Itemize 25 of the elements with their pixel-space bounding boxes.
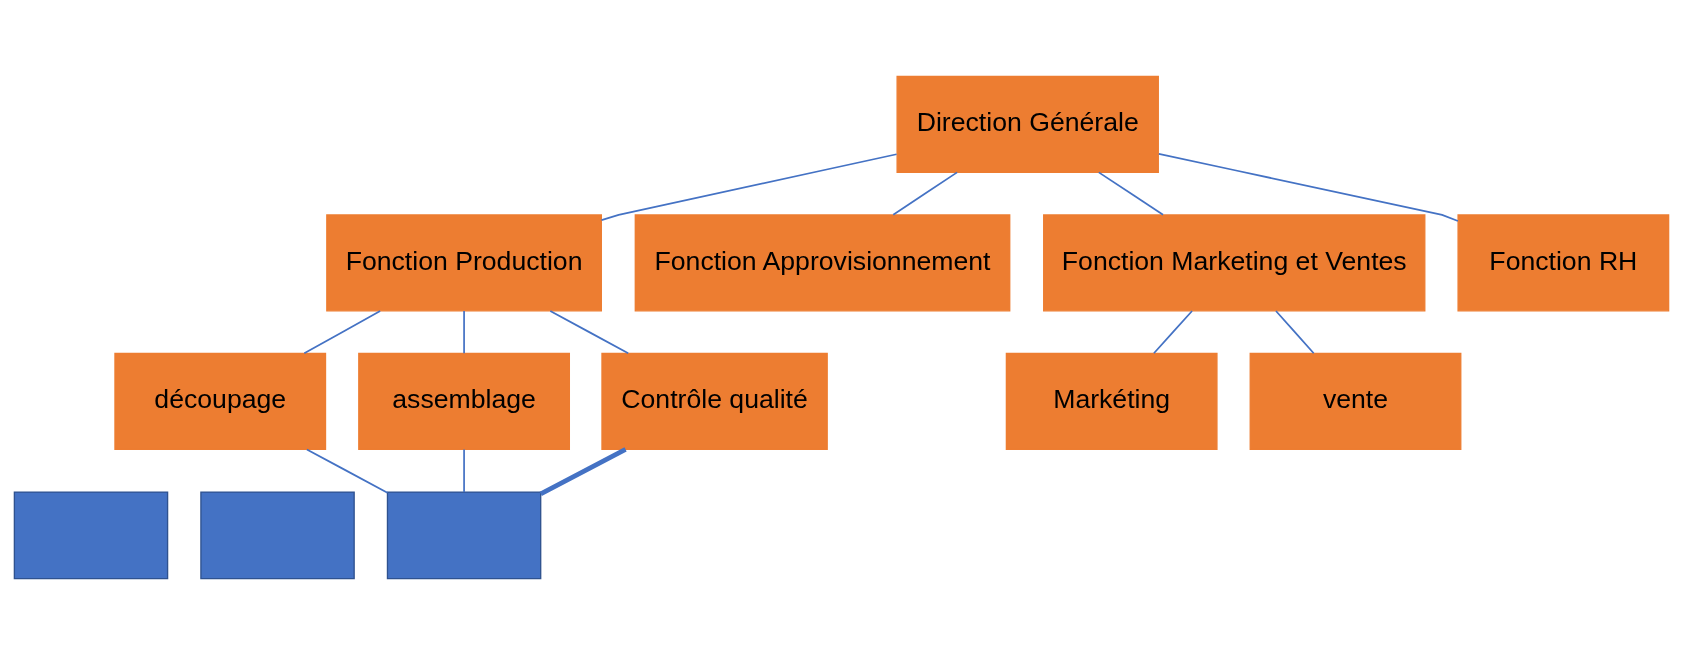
connector <box>303 310 382 355</box>
connector <box>549 310 630 355</box>
node-box: Direction Générale <box>896 75 1159 173</box>
connector <box>1275 310 1315 355</box>
node-box: assemblage <box>358 352 570 451</box>
connector <box>463 448 465 493</box>
node-box: vente <box>1249 352 1462 451</box>
node-box: Fonction Production <box>326 214 602 312</box>
connector <box>1097 171 1164 216</box>
connector <box>1153 310 1193 355</box>
node-box <box>13 491 169 580</box>
connector <box>1157 153 1459 222</box>
connector <box>600 153 898 221</box>
node-box: Contrôle qualité <box>601 352 828 451</box>
connector <box>463 310 465 355</box>
connector <box>306 448 389 494</box>
node-box: découpage <box>114 352 327 451</box>
node-box: Markéting <box>1005 352 1218 451</box>
node-box: Fonction RH <box>1457 214 1670 312</box>
node-box <box>386 491 542 580</box>
connector <box>539 447 627 496</box>
node-box: Fonction Approvisionnement <box>634 214 1011 312</box>
connector <box>892 171 958 216</box>
node-box <box>200 491 355 580</box>
node-box: Fonction Marketing et Ventes <box>1043 214 1426 312</box>
